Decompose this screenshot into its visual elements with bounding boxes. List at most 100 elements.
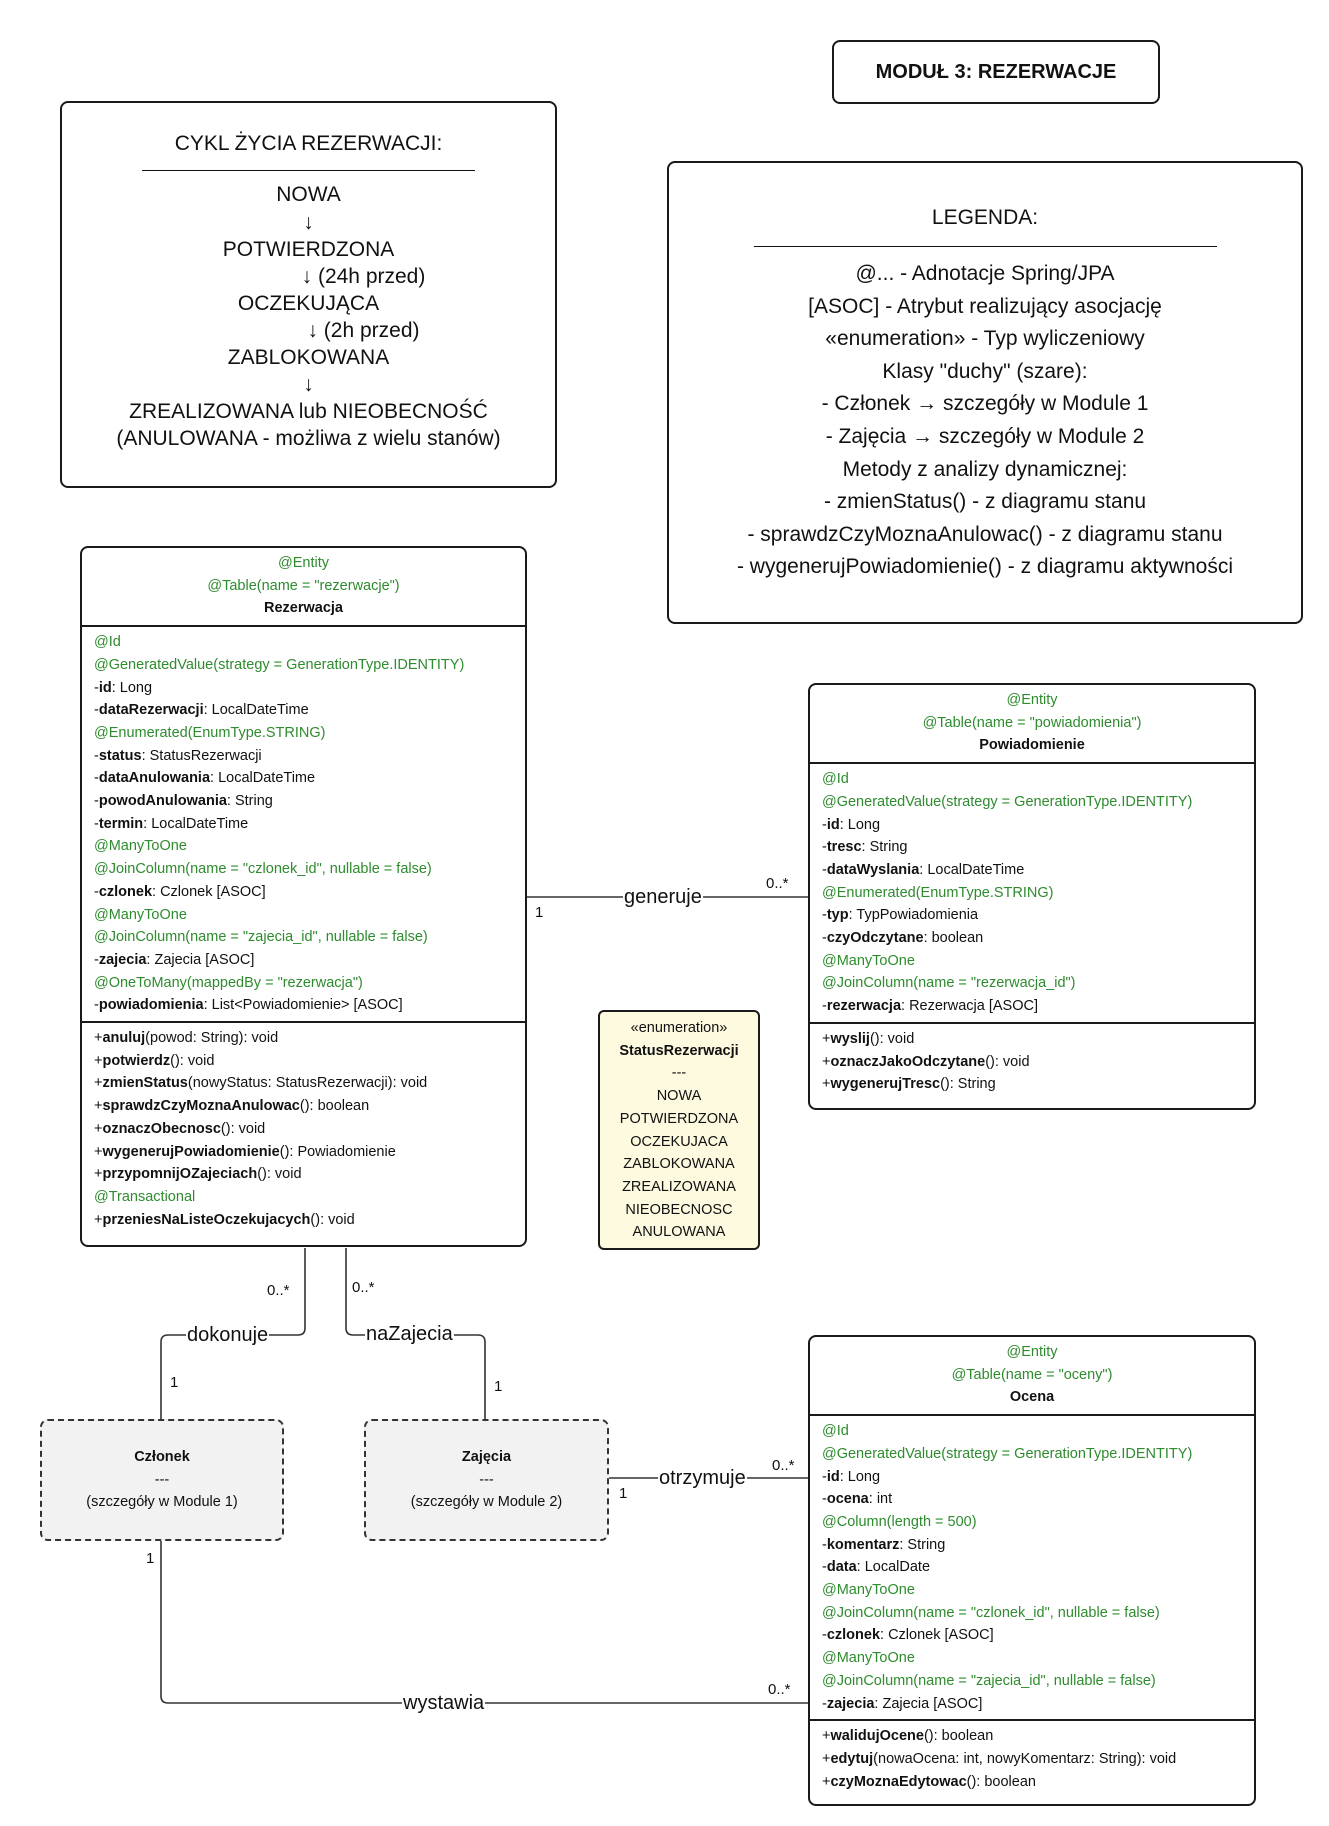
- member-signature: : Long: [839, 816, 881, 833]
- member-signature: (): void: [869, 1030, 915, 1047]
- attribute-line: -dataWyslania: LocalDateTime: [822, 859, 1242, 882]
- member-name: id: [826, 816, 840, 833]
- methods-section: +walidujOcene(): boolean+edytuj(nowaOcen…: [810, 1721, 1254, 1797]
- visibility-marker: -: [94, 951, 99, 968]
- legend-line: Klasy "duchy" (szare):: [882, 359, 1088, 383]
- legend-line: - sprawdzCzyMoznaAnulowac() - z diagramu…: [747, 522, 1223, 546]
- class-header: @Entity @Table(name = "rezerwacje") Reze…: [82, 548, 525, 628]
- annotation-line: @ManyToOne: [94, 906, 187, 923]
- legend-line: Metody z analizy dynamicznej:: [842, 457, 1128, 481]
- member-name: id: [98, 679, 112, 696]
- member-name: dataWyslania: [826, 861, 920, 878]
- legend-line: - wygenerujPowiadomienie() - z diagramu …: [736, 555, 1234, 579]
- legend-box: LEGENDA: @... - Adnotacje Spring/JPA[ASO…: [667, 161, 1303, 624]
- member-signature: (powod: String): void: [145, 1030, 279, 1047]
- legend-divider: [753, 246, 1217, 247]
- member-signature: (): void: [170, 1052, 215, 1069]
- annotation-line: @GeneratedValue(strategy = GenerationTyp…: [822, 1445, 1193, 1462]
- ghost-separator: ---: [479, 1471, 494, 1488]
- member-name: termin: [98, 815, 144, 832]
- table-annotation: @Table(name = "powiadomienia"): [922, 714, 1142, 731]
- annotation-line: @ManyToOne: [822, 1650, 915, 1667]
- assoc-label-wystawia: wystawia: [402, 1691, 486, 1715]
- member-name: wyslij: [830, 1030, 870, 1047]
- method-line: +edytuj(nowaOcena: int, nowyKomentarz: S…: [822, 1748, 1242, 1771]
- attribute-line: -dataAnulowania: LocalDateTime: [94, 767, 513, 790]
- entity-annotation: @Entity: [278, 555, 329, 571]
- attribute-line: -komentarz: String: [822, 1534, 1242, 1557]
- visibility-marker: -: [94, 747, 99, 764]
- annotation-line: @GeneratedValue(strategy = GenerationTyp…: [94, 656, 465, 673]
- visibility-marker: -: [822, 839, 827, 856]
- member-name: powodAnulowania: [98, 793, 227, 810]
- annotation-line: @Column(length = 500): [822, 1513, 977, 1530]
- class-ocena: @Entity @Table(name = "oceny") Ocena @Id…: [808, 1335, 1256, 1806]
- enum-value: ANULOWANA: [632, 1224, 726, 1241]
- visibility-marker: +: [822, 1728, 831, 1745]
- attribute-line: -powodAnulowania: String: [94, 790, 513, 813]
- annotation-line: @ManyToOne: [822, 1582, 915, 1599]
- visibility-marker: -: [94, 997, 99, 1014]
- method-line: +walidujOcene(): boolean: [822, 1725, 1242, 1748]
- member-signature: (nowaOcena: int, nowyKomentarz: String):…: [873, 1750, 1177, 1767]
- lifecycle-arrow: ↓ (24h przed): [301, 264, 426, 288]
- attribute-line: -zajecia: Zajecia [ASOC]: [94, 949, 513, 972]
- member-signature: (): boolean: [966, 1773, 1036, 1790]
- member-signature: : LocalDateTime: [210, 770, 316, 787]
- visibility-marker: +: [822, 1030, 831, 1047]
- attribute-line: -dataRezerwacji: LocalDateTime: [94, 699, 513, 722]
- visibility-marker: -: [822, 1491, 827, 1508]
- methods-section: +anuluj(powod: String): void+potwierdz()…: [82, 1023, 525, 1235]
- visibility-marker: -: [94, 883, 99, 900]
- visibility-marker: -: [822, 1536, 827, 1553]
- assoc-label-nazajecia: naZajecia: [365, 1322, 454, 1346]
- member-signature: (): void: [220, 1120, 266, 1137]
- annotation-line: @Id: [822, 1423, 849, 1440]
- member-signature: : LocalDateTime: [143, 815, 249, 832]
- annotation-line: @JoinColumn(name = "czlonek_id", nullabl…: [94, 861, 432, 878]
- mult-nazajecia-source: 0..*: [352, 1279, 375, 1296]
- class-header: @Entity @Table(name = "oceny") Ocena: [810, 1337, 1254, 1417]
- visibility-marker: -: [822, 1695, 827, 1712]
- ghost-note: (szczegóły w Module 2): [410, 1494, 563, 1511]
- legend-lines: @... - Adnotacje Spring/JPA[ASOC] - Atry…: [669, 258, 1301, 584]
- mult-wystawia-target: 0..*: [768, 1681, 791, 1698]
- entity-annotation: @Entity: [1006, 692, 1058, 708]
- enum-value: ZABLOKOWANA: [623, 1156, 735, 1173]
- annotation-line: @JoinColumn(name = "rezerwacja_id"): [822, 975, 1076, 992]
- mult-otrzymuje-source: 1: [619, 1485, 628, 1502]
- member-name: komentarz: [826, 1536, 900, 1553]
- visibility-marker: -: [822, 930, 827, 947]
- member-signature: : Long: [111, 679, 153, 696]
- annotation-line: @Id: [94, 634, 121, 651]
- method-line: +oznaczJakoOdczytane(): void: [822, 1051, 1242, 1074]
- member-name: przypomnijOZajeciach: [102, 1166, 258, 1183]
- annotation-line: @JoinColumn(name = "zajecia_id", nullabl…: [94, 929, 428, 946]
- method-line: +anuluj(powod: String): void: [94, 1027, 513, 1050]
- member-signature: (): Powiadomienie: [279, 1143, 396, 1160]
- member-signature: : String: [899, 1536, 946, 1553]
- module-title-box: MODUŁ 3: REZERWACJE: [832, 40, 1160, 104]
- member-signature: : boolean: [923, 930, 984, 947]
- member-name: walidujOcene: [830, 1728, 924, 1745]
- member-name: status: [98, 747, 142, 764]
- lifecycle-state: ZABLOKOWANA: [227, 345, 390, 369]
- member-signature: (): void: [985, 1053, 1030, 1070]
- table-annotation: @Table(name = "oceny"): [951, 1366, 1113, 1383]
- member-signature: : Rezerwacja [ASOC]: [901, 998, 1039, 1015]
- mult-nazajecia-target: 1: [494, 1378, 503, 1395]
- member-name: potwierdz: [102, 1052, 171, 1069]
- lifecycle-box: CYKL ŻYCIA REZERWACJI: NOWA ↓ POTWIERDZO…: [60, 101, 557, 488]
- visibility-marker: -: [94, 815, 99, 832]
- attribute-line: -zajecia: Zajecia [ASOC]: [822, 1693, 1242, 1716]
- legend-line: - zmienStatus() - z diagramu stanu: [823, 490, 1147, 514]
- member-signature: (): String: [940, 1076, 996, 1093]
- member-name: oznaczJakoOdczytane: [830, 1053, 986, 1070]
- visibility-marker: -: [822, 907, 827, 924]
- attribute-line: -tresc: String: [822, 836, 1242, 859]
- member-name: zajecia: [826, 1695, 875, 1712]
- enum-separator: ---: [671, 1065, 687, 1082]
- legend-line: @... - Adnotacje Spring/JPA: [855, 262, 1115, 285]
- attribute-line: -data: LocalDate: [822, 1556, 1242, 1579]
